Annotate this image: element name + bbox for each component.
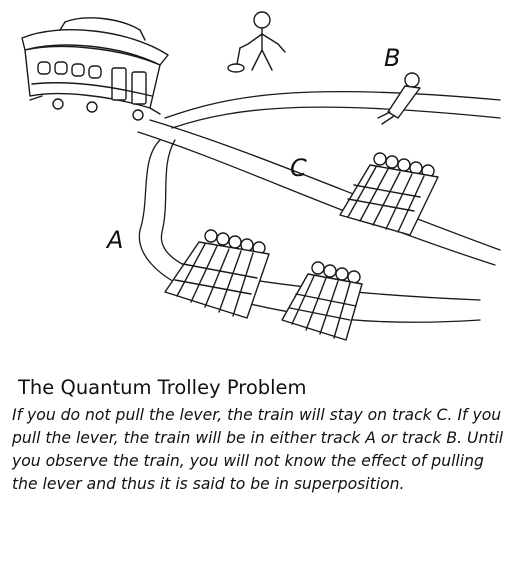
track-label-c: C — [290, 154, 307, 182]
person-on-track-b — [377, 72, 421, 125]
track-label-b: B — [384, 44, 401, 72]
caption-text: If you do not pull the lever, the train … — [12, 406, 504, 494]
lever-operator — [227, 11, 286, 73]
track-label-a: A — [107, 226, 124, 254]
caption-title: The Quantum Trolley Problem — [18, 376, 307, 399]
trolley-illustration — [21, 11, 501, 341]
track-c — [137, 119, 501, 266]
people-group-track-a-2 — [281, 261, 363, 341]
people-group-track-c — [339, 152, 439, 236]
caption: The Quantum Trolley Problem If you do no… — [12, 376, 512, 496]
people-group-track-a-1 — [164, 229, 270, 319]
track-b — [164, 90, 501, 129]
trolley — [21, 17, 169, 121]
